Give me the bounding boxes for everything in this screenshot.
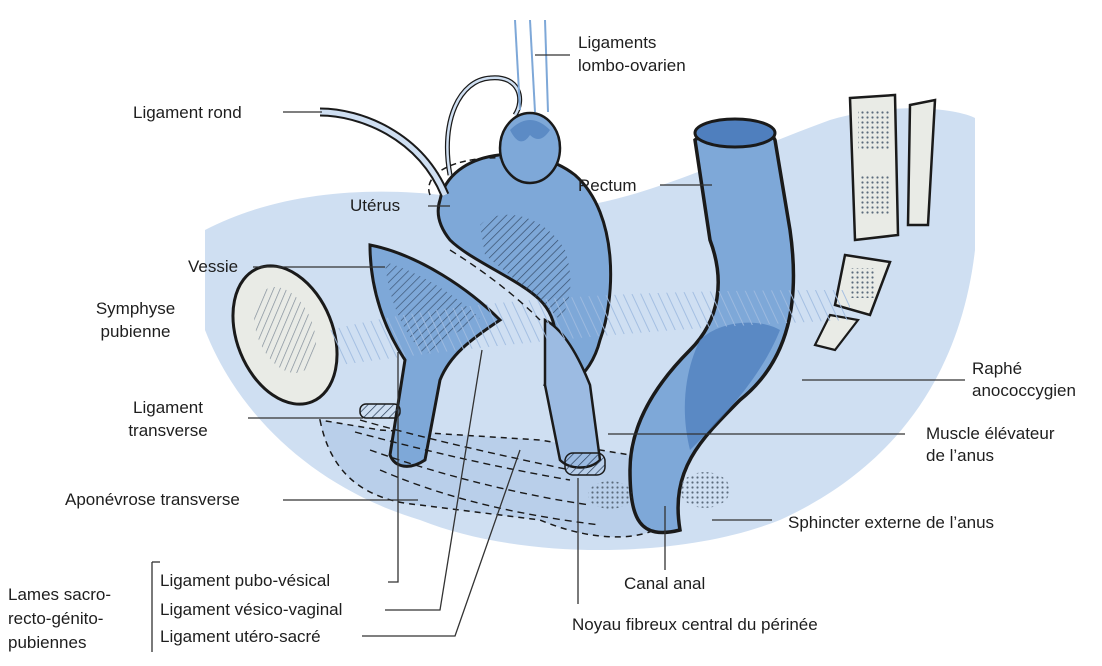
label-sphincter-externe: Sphincter externe de l’anus [788, 512, 994, 533]
label-raphe-line2: anococcygien [972, 380, 1076, 401]
label-aponevrose-transverse: Aponévrose transverse [65, 489, 240, 510]
label-ligament-pubo-vesical: Ligament pubo-vésical [160, 570, 330, 591]
label-lames-line2: recto-génito- [8, 608, 103, 629]
label-symphyse-line2: pubienne [88, 321, 183, 342]
transverse-ligament-pad [360, 404, 400, 418]
label-raphe-line1: Raphé [972, 358, 1022, 379]
central-tendon-pad [565, 453, 605, 475]
label-muscle-elevateur-line1: Muscle élévateur [926, 423, 1055, 444]
round-ligament-shape [320, 112, 445, 195]
label-lames-line3: pubiennes [8, 632, 86, 653]
label-uterus: Utérus [350, 195, 400, 216]
label-canal-anal: Canal anal [624, 573, 705, 594]
label-symphyse-line1: Symphyse [88, 298, 183, 319]
label-rectum: Rectum [578, 175, 637, 196]
label-ligament-transverse-line2: transverse [104, 420, 232, 441]
label-ligaments-lombo-ovarien-line1: Ligaments [578, 32, 656, 53]
label-ligament-rond: Ligament rond [133, 102, 242, 123]
ovary-shape [447, 20, 560, 183]
label-lames-line1: Lames sacro- [8, 584, 111, 605]
label-ligaments-lombo-ovarien-line2: lombo-ovarien [578, 55, 686, 76]
label-noyau-fibreux: Noyau fibreux central du périnée [572, 614, 818, 635]
label-vessie: Vessie [188, 256, 238, 277]
label-ligament-utero-sacre: Ligament utéro-sacré [160, 626, 321, 647]
label-ligament-transverse-line1: Ligament [104, 397, 232, 418]
label-muscle-elevateur-line2: de l’anus [926, 445, 994, 466]
label-ligament-vesico-vaginal: Ligament vésico-vaginal [160, 599, 342, 620]
